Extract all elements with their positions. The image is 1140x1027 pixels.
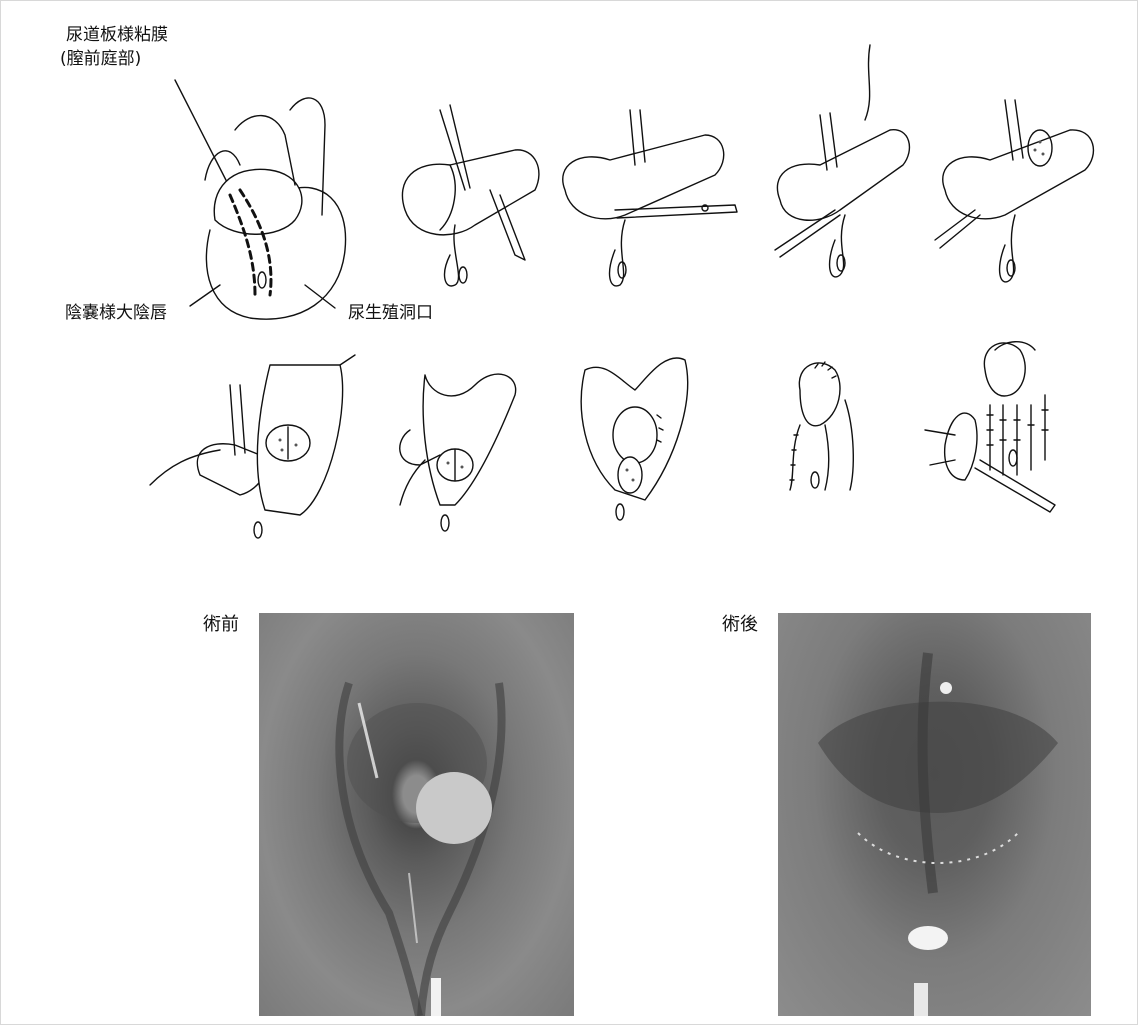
illustration-step-2 <box>395 90 555 290</box>
photo-before <box>259 613 574 1016</box>
illustration-step-9 <box>770 340 880 510</box>
illustration-step-6 <box>140 345 370 545</box>
label-urethral-plate: 尿道板様粘膜 <box>66 26 168 46</box>
illustration-step-3 <box>555 90 755 290</box>
illustration-step-10 <box>925 330 1115 530</box>
illustration-step-1 <box>60 70 380 330</box>
caption-before: 術前 <box>203 610 239 636</box>
label-vestibule: (膣前庭部) <box>60 50 141 70</box>
illustration-step-7 <box>385 355 535 535</box>
photo-after <box>778 613 1091 1016</box>
illustration-step-5 <box>935 90 1115 290</box>
illustration-step-8 <box>565 340 705 530</box>
caption-after: 術後 <box>722 610 758 636</box>
illustration-step-4 <box>765 35 925 285</box>
